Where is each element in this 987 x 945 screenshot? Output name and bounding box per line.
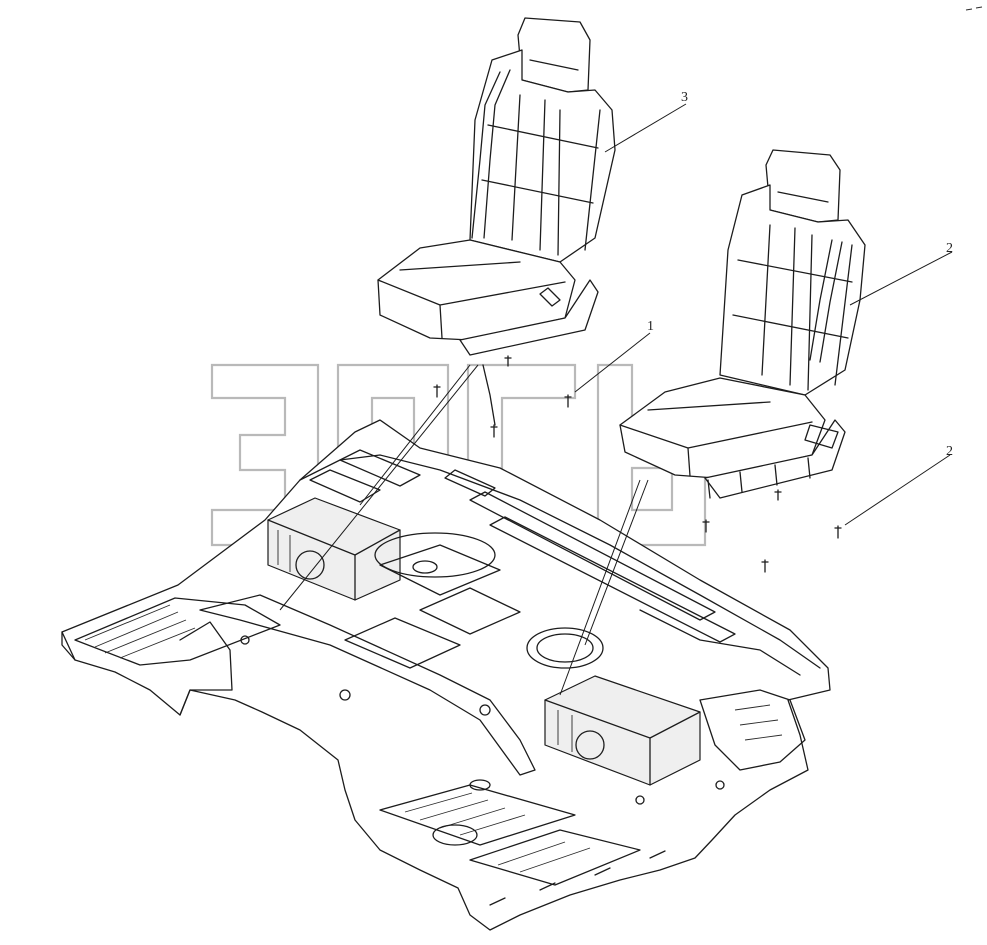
corner-mark [965, 6, 983, 11]
seat-3-assembly [377, 17, 616, 438]
seat-2-assembly [619, 149, 866, 573]
callout-3-label: 3 [681, 90, 688, 105]
leader-lines [279, 103, 953, 696]
callout-1-label: 1 [647, 319, 654, 334]
callout-2-bolt-label: 2 [946, 444, 953, 459]
callout-2-seat-label: 2 [946, 241, 953, 256]
floor-panel [61, 419, 831, 931]
